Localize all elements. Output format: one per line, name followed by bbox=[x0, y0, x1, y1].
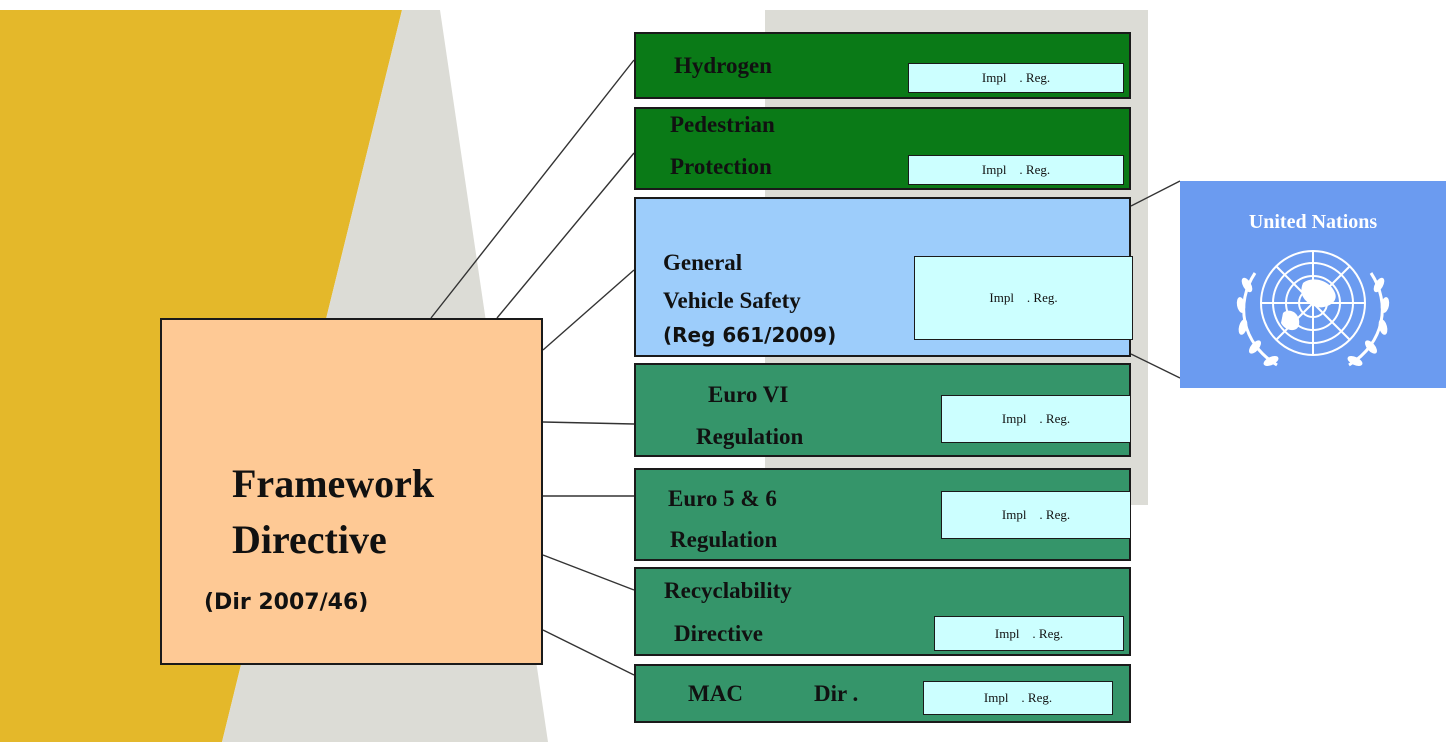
hydrogen-box: Hydrogen Impl . Reg. bbox=[634, 32, 1131, 99]
general-title-line1: General bbox=[663, 250, 743, 275]
pedestrian-title-line1: Pedestrian bbox=[670, 112, 775, 137]
euro-vi-title-line2: Regulation bbox=[696, 424, 804, 449]
euro-vi-box: Euro VI Regulation Impl . Reg. bbox=[634, 363, 1131, 457]
euro-5-6-title-line2: Regulation bbox=[670, 527, 778, 552]
hydrogen-impl-reg: Impl . Reg. bbox=[908, 63, 1124, 93]
pedestrian-impl-reg: Impl . Reg. bbox=[908, 155, 1124, 185]
recyclability-directive-box: Recyclability Directive Impl . Reg. bbox=[634, 567, 1131, 656]
framework-title-line2: Directive bbox=[232, 517, 387, 562]
mac-title-part2: Dir . bbox=[814, 681, 859, 706]
framework-ref: (Dir 2007/46) bbox=[204, 590, 369, 615]
euro-5-6-title-line1: Euro 5 & 6 bbox=[668, 486, 777, 511]
general-impl-reg: Impl . Reg. bbox=[914, 256, 1133, 340]
connector-recyclability bbox=[542, 554, 635, 591]
connector-hydrogen bbox=[430, 59, 635, 319]
general-vehicle-safety-box: General Vehicle Safety (Reg 661/2009) Im… bbox=[634, 197, 1133, 357]
mac-title-part1: MAC bbox=[688, 681, 743, 706]
euro-5-6-box: Euro 5 & 6 Regulation Impl . Reg. bbox=[634, 468, 1131, 561]
euro-vi-impl-reg: Impl . Reg. bbox=[941, 395, 1131, 443]
euro-5-6-impl-reg: Impl . Reg. bbox=[941, 491, 1131, 539]
connector-pedestrian bbox=[496, 152, 635, 319]
united-nations-logo: United Nations bbox=[1180, 181, 1446, 388]
recyclability-title-line2: Directive bbox=[674, 621, 763, 646]
un-emblem-icon bbox=[1236, 250, 1390, 367]
recyclability-title-line1: Recyclability bbox=[664, 578, 792, 603]
framework-title-line1: Framework bbox=[232, 461, 435, 506]
general-title-line2: Vehicle Safety bbox=[663, 288, 801, 313]
framework-directive-box: Framework Directive (Dir 2007/46) bbox=[160, 318, 543, 665]
connector-un-top bbox=[1130, 180, 1181, 207]
pedestrian-protection-box: Pedestrian Protection Impl . Reg. bbox=[634, 107, 1131, 190]
general-ref: (Reg 661/2009) bbox=[663, 323, 837, 347]
hydrogen-title: Hydrogen bbox=[674, 53, 772, 78]
connector-general bbox=[542, 269, 635, 351]
un-logo-text: United Nations bbox=[1248, 211, 1378, 233]
recyclability-impl-reg: Impl . Reg. bbox=[934, 616, 1124, 651]
euro-vi-title-line1: Euro VI bbox=[708, 382, 789, 407]
pedestrian-title-line2: Protection bbox=[670, 154, 772, 179]
mac-impl-reg: Impl . Reg. bbox=[923, 681, 1113, 715]
connector-mac bbox=[542, 629, 635, 676]
connector-euro6 bbox=[542, 421, 635, 425]
connector-un-bottom bbox=[1130, 353, 1181, 379]
mac-directive-box: MAC Dir . Impl . Reg. bbox=[634, 664, 1131, 723]
